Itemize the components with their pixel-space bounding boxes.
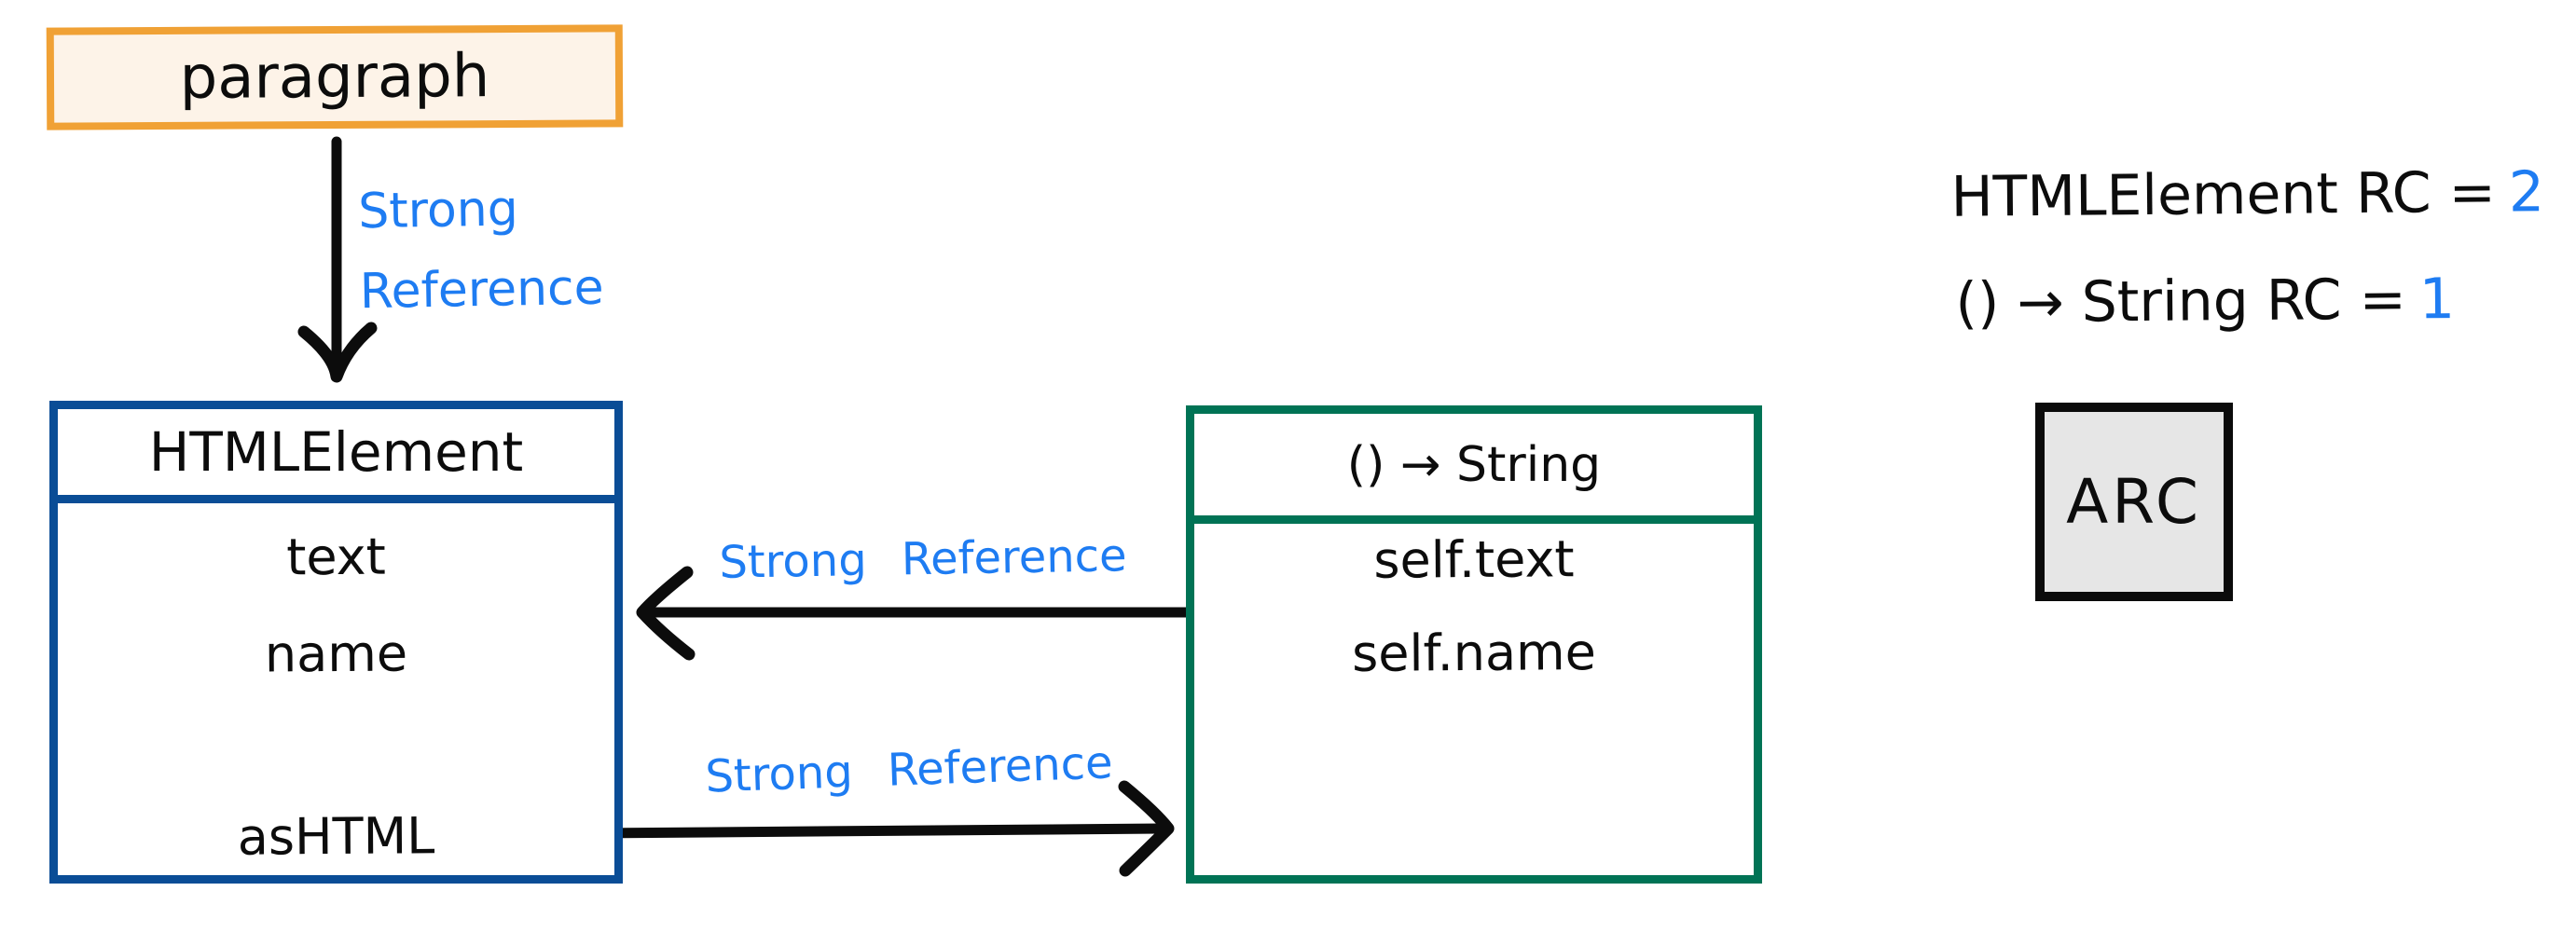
closure-box: () → String self.text self.name bbox=[1186, 405, 1762, 884]
arc-label: ARC bbox=[2066, 466, 2202, 538]
closure-member-self-name: self.name bbox=[1351, 623, 1597, 683]
htmlelement-member-ashtml: asHTML bbox=[237, 806, 435, 867]
rc-line-closure-prefix: () → String RC = bbox=[1955, 267, 2407, 336]
strong-reference-arrow-down-icon bbox=[297, 136, 378, 383]
down-arrow-label-line1: Strong bbox=[357, 181, 519, 240]
arc-box: ARC bbox=[2035, 403, 2233, 601]
paragraph-label: paragraph bbox=[179, 42, 490, 113]
htmlelement-member-name: name bbox=[264, 624, 408, 684]
down-arrow-label: Strong Reference bbox=[358, 168, 605, 333]
rc-line-htmlelement-value: 2 bbox=[2508, 159, 2545, 226]
htmlelement-box: HTMLElement text name asHTML bbox=[49, 401, 623, 884]
middle-arrow-label: Strong Reference bbox=[718, 529, 1128, 589]
rc-line-htmlelement-prefix: HTMLElement RC = bbox=[1950, 159, 2497, 230]
rc-line-htmlelement: HTMLElement RC =2 bbox=[1950, 139, 2545, 251]
down-arrow-label-line2: Reference bbox=[359, 259, 605, 321]
closure-member-self-text: self.text bbox=[1373, 529, 1575, 590]
paragraph-box: paragraph bbox=[46, 24, 624, 130]
closure-box-title: () → String bbox=[1194, 414, 1754, 524]
rc-line-closure: () → String RC =1 bbox=[1951, 245, 2546, 357]
reference-count-note: HTMLElement RC =2 () → String RC =1 bbox=[1950, 139, 2546, 357]
rc-line-closure-value: 1 bbox=[2418, 267, 2456, 333]
htmlelement-box-title: HTMLElement bbox=[58, 409, 614, 503]
htmlelement-member-text: text bbox=[285, 527, 386, 587]
